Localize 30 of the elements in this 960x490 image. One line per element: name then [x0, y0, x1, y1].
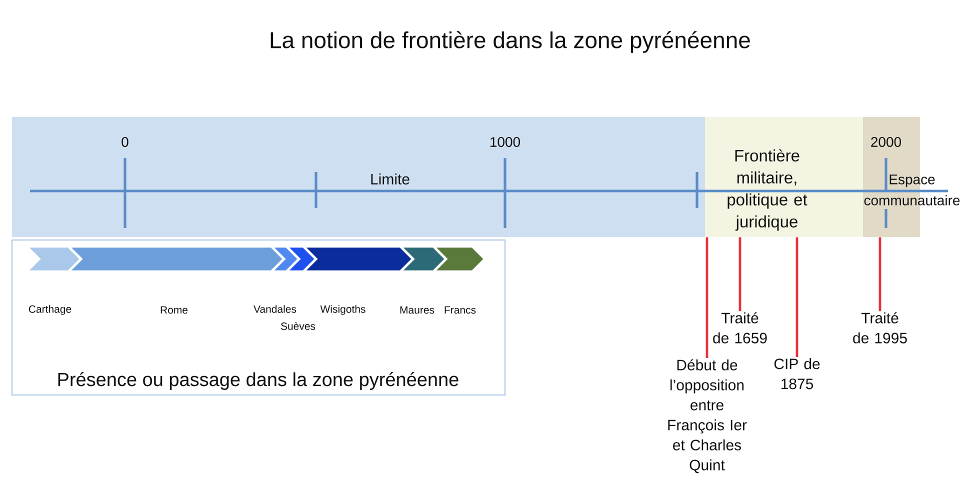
period-segment — [68, 246, 284, 272]
period-segment — [272, 246, 299, 272]
period-segment — [434, 246, 485, 272]
leader-line — [878, 237, 882, 311]
people-label: Suèves — [280, 322, 316, 330]
event-label: Début de l’opposition entre François Ier et Charles Quint — [668, 359, 747, 474]
year-label: 2000 — [871, 137, 902, 147]
people-label: Wisigoths — [320, 305, 366, 315]
era-label: Frontière militaire, politique et juridique — [728, 149, 808, 231]
leader-line — [796, 237, 798, 357]
leader-line — [706, 237, 708, 358]
people-label: Carthage — [28, 305, 72, 315]
year-label: 1000 — [490, 137, 520, 147]
people-label: Rome — [160, 306, 188, 314]
people-label: Vandales — [254, 305, 296, 313]
year-label: 0 — [122, 137, 128, 147]
period-segment — [26, 246, 81, 272]
event-label: Traité de 1995 — [853, 312, 907, 344]
event-label: CIP de 1875 — [774, 358, 820, 390]
period-segment — [304, 246, 413, 272]
diagram-title: La notion de frontière dans la zone pyrénéenne — [270, 31, 750, 53]
panel-caption: Présence ou passage dans la zone pyrénéenne — [58, 372, 458, 390]
period-segment — [286, 246, 316, 272]
period-segment — [400, 246, 446, 272]
event-label: Traité de 1659 — [713, 312, 767, 344]
era-label: Limite — [371, 173, 410, 184]
people-label: Maures — [400, 306, 434, 314]
leader-line — [738, 237, 742, 311]
people-label: Francs — [444, 306, 476, 314]
era-label: Espace communautaire — [864, 174, 960, 206]
